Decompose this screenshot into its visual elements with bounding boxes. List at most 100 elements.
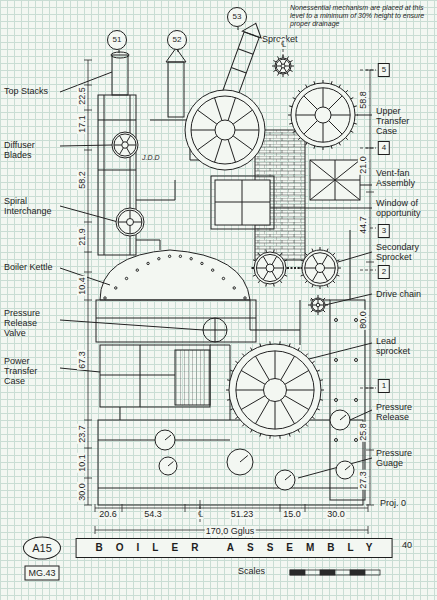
machine-stroke	[226, 341, 324, 438]
machine-stroke	[104, 297, 106, 299]
machine-stroke	[355, 359, 358, 362]
machine-stroke	[335, 439, 338, 442]
dimension-text: 10.4	[77, 276, 87, 296]
callout-box: 1	[378, 379, 390, 393]
dimension-text: 67.3	[77, 350, 87, 370]
machine-stroke	[112, 132, 138, 158]
machine-stroke	[155, 430, 175, 450]
machine-stroke	[285, 475, 291, 480]
dimension-lines	[84, 48, 376, 534]
machine-stroke	[215, 120, 235, 140]
part-label: J.D.D	[142, 154, 160, 162]
machine-stroke	[125, 277, 127, 279]
machine-stroke	[281, 64, 285, 68]
dimension-text: 15.0	[282, 509, 302, 519]
dimension-text: ℄	[280, 39, 287, 49]
node-text: BOILER ASSEMBLY	[96, 542, 386, 553]
part-label: Window of opportunity	[376, 198, 432, 218]
dimension-text: 22.5	[77, 86, 87, 106]
part-label: 40	[402, 540, 412, 550]
callout-box: 3	[378, 224, 390, 238]
machine-stroke	[114, 134, 136, 156]
dimension-text: 58.8	[358, 90, 368, 110]
dimension-text: 44.7	[358, 215, 368, 235]
machine-stroke	[159, 457, 177, 475]
machine-stroke	[158, 258, 160, 260]
machine-stroke	[315, 107, 331, 123]
machine-stroke	[264, 379, 287, 402]
machine-stroke	[299, 247, 341, 289]
part-label: Drive chain	[376, 289, 432, 299]
machine-stroke	[316, 303, 320, 307]
dimension-text: 54.3	[143, 509, 163, 519]
machine-stroke	[240, 456, 248, 463]
part-label: Pressure Guage	[376, 448, 432, 468]
part-label: Pressure Release	[376, 402, 432, 422]
scale-bar	[290, 570, 380, 575]
dimension-text: 25.8	[358, 422, 368, 442]
part-label: Nonessential mechanism are placed at thi…	[290, 4, 430, 28]
machine-stroke	[227, 449, 253, 475]
machine-stroke	[168, 255, 170, 257]
dimension-text: 21.0	[358, 155, 368, 175]
node-text: MG.43	[28, 568, 55, 578]
dimension-text: 58.2	[77, 170, 87, 190]
callout-box: 5	[378, 63, 390, 77]
machine-stroke	[127, 219, 134, 226]
callout-box: 4	[378, 141, 390, 155]
machine-stroke	[114, 135, 136, 154]
dimension-text: 10.1	[77, 453, 87, 473]
machine-stroke	[165, 435, 171, 440]
machine-stroke	[147, 262, 149, 264]
machine-stroke	[179, 255, 181, 257]
title-strip: BOILER ASSEMBLY	[76, 538, 393, 558]
machine-stroke	[201, 262, 203, 264]
machine-stroke	[335, 399, 338, 402]
dimension-text: 17.1	[77, 114, 87, 134]
node-text: 53	[233, 12, 242, 21]
node-text: 2	[382, 267, 386, 276]
machine-stroke	[335, 319, 338, 322]
node-text: 3	[382, 226, 386, 235]
callout-box: A15	[23, 537, 61, 560]
part-label: Scales	[238, 566, 265, 576]
part-label: Top Stacks	[4, 86, 56, 96]
part-label: Spiral Interchange	[4, 196, 56, 216]
dimension-text: 170,0 Gglus	[205, 526, 256, 536]
callout-circle: 53	[227, 7, 247, 27]
machine-stroke	[185, 90, 265, 170]
callout-box: MG.43	[24, 566, 59, 581]
part-label: Pressure Release Valve	[4, 308, 56, 338]
part-label: Power Transfer Case	[4, 356, 56, 386]
machine-stroke	[222, 277, 224, 279]
machine-stroke	[118, 210, 142, 234]
callout-circle: 52	[167, 30, 187, 50]
machine-stroke	[251, 249, 289, 286]
machine-stroke	[190, 258, 192, 260]
machine-stroke	[345, 466, 350, 471]
node-text: 51	[113, 35, 122, 44]
dimension-text: 80.0	[358, 310, 368, 330]
part-label: Diffuser Blades	[4, 140, 56, 160]
machine-stroke	[122, 142, 129, 149]
machine-stroke	[355, 399, 358, 402]
part-label: Upper Transfer Case	[376, 106, 432, 136]
machine-stroke	[233, 287, 235, 289]
machine-outline	[60, 20, 372, 505]
part-label: Secondary Sprocket	[376, 242, 432, 262]
node-text: 1	[382, 381, 386, 390]
machine-stroke	[340, 415, 346, 420]
machine-stroke	[288, 80, 358, 150]
part-label: Lead sprocket	[376, 336, 432, 356]
machine-stroke	[336, 461, 354, 479]
machine-stroke	[316, 264, 325, 273]
machine-stroke	[266, 264, 274, 272]
machine-stroke	[244, 297, 246, 299]
machine-stroke	[211, 269, 213, 271]
dimension-text: 30.0	[77, 482, 87, 502]
machine-stroke	[116, 208, 144, 236]
dimension-text: 20.6	[98, 509, 118, 519]
dimension-text: 51.23	[230, 509, 255, 519]
node-text: 52	[173, 35, 182, 44]
